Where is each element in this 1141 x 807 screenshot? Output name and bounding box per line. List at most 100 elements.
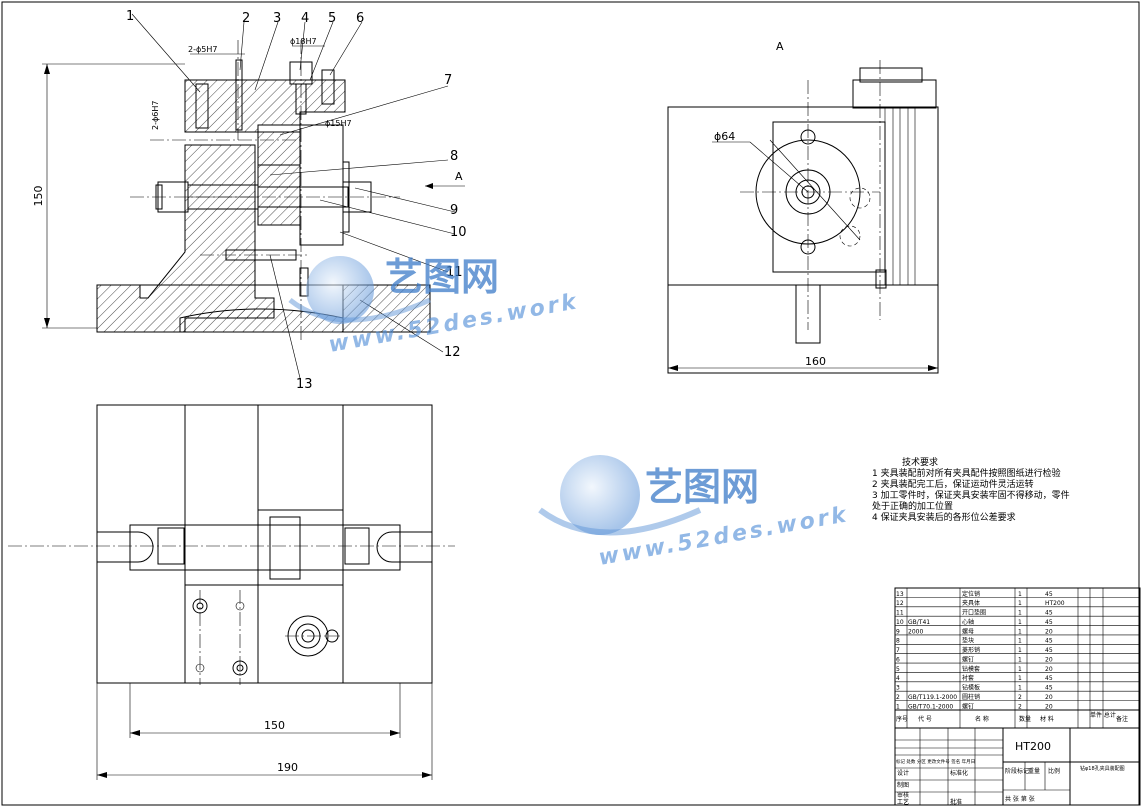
tb-design: 设计 [897,769,909,777]
tb-scale: 比例 [1048,767,1060,775]
bom-cell-mat: 20 [1045,703,1053,710]
balloon-13: 13 [296,377,313,392]
callout-18: ϕ18H7 [290,37,317,46]
callout-2x5: 2-ϕ5H7 [188,45,217,54]
view-a: A ϕ64 160 [667,40,939,374]
bom-cell-name: 定位销 [962,590,980,598]
balloon-1: 1 [126,9,134,24]
bom-cell-qty: 2 [1018,694,1022,701]
bom-cell-mat: 45 [1045,647,1053,654]
bom-cell-qty: 1 [1018,628,1022,635]
bom-cell-name: 衬套 [962,674,974,682]
bom-cell-name: 螺钉 [962,702,974,710]
bom-cell-mat: 45 [1045,675,1053,682]
bom-cell-name: 垫块 [962,637,974,645]
tb-process: 工艺 [897,798,909,806]
tb-weight: 重量 [1028,767,1040,775]
top-view: 150 190 [8,404,455,780]
tb-material: HT200 [1015,740,1051,753]
tb-drawing-title: 钻φ18孔夹具装配图 [1080,765,1125,772]
dim-dia-64: ϕ64 [714,130,735,143]
tb-stage: 阶段标记 [1005,767,1029,775]
title-block: 标记 处数 分区 更改文件号 签名 年月日 设计 标准化 制图 审核 工艺 批准… [894,727,1141,806]
bom-cell-qty: 1 [1018,610,1022,617]
callout-15: ϕ15H7 [325,119,352,128]
bom-cell-qty: 1 [1018,675,1022,682]
note-4: 4 保证夹具安装后的各形位公差要求 [872,513,1016,523]
tb-check: 审核 [897,791,909,799]
dim-160: 160 [805,355,826,368]
bom-cell-name: 圆柱销 [962,693,980,701]
bom-cell-mat: 45 [1045,685,1053,692]
tb-sheets: 共 张 第 张 [1005,795,1035,803]
balloon-8: 8 [450,149,458,164]
callout-2x6: 2-ϕ6H7 [151,101,160,130]
bom-cell-mat: 45 [1045,610,1053,617]
bom-cell-mat: 45 [1045,619,1053,626]
bom-cell-no: 3 [896,685,900,692]
bom-cell-name: 螺母 [962,627,974,635]
bom-cell-name: 螺钉 [962,655,974,663]
balloon-6: 6 [356,11,364,26]
bom-cell-code: GB/T70.1-2000 [908,703,953,710]
balloon-5: 5 [328,11,336,26]
balloon-12: 12 [444,345,461,360]
view-a-title: A [776,40,784,53]
bom-h-no: 序号 [896,715,908,723]
bom-cell-qty: 1 [1018,638,1022,645]
bom-cell-no: 5 [896,666,900,673]
balloon-7: 7 [444,73,452,88]
bom-cell-qty: 1 [1018,619,1022,626]
balloon-11: 11 [446,265,463,280]
tb-standard: 标准化 [950,769,968,777]
bom-cell-mat: 20 [1045,694,1053,701]
bom-cell-name: 菱形销 [962,646,980,654]
bom-cell-mat: 20 [1045,656,1053,663]
bom-cell-code: GB/T119.1-2000 [908,694,957,701]
bom-cell-no: 4 [896,675,900,682]
bom-cell-no: 6 [896,656,900,663]
bom-h-weight: 单件 总计 [1090,711,1116,719]
bom-h-qty: 数量 [1019,715,1031,723]
notes-title: 技术要求 [902,458,939,468]
bom-cell-qty: 1 [1018,656,1022,663]
bom-cell-code: 2000 [908,628,923,635]
watermark-cn-2: 艺图网 [645,465,759,509]
bom-cell-no: 11 [896,610,904,617]
bom-cell-name: 心轴 [962,618,974,626]
bom-cell-no: 1 [896,703,900,710]
bom-h-mat: 材 料 [1040,715,1054,723]
bom-h-name: 名 称 [975,715,989,723]
bom-cell-name: 钻模板 [962,684,980,692]
dim-150-height: 150 [32,186,45,207]
watermark-cn-1: 艺图网 [385,255,499,299]
bom-cell-mat: 20 [1045,628,1053,635]
balloon-leaders [131,13,456,379]
bom-cell-no: 9 [896,628,900,635]
balloon-2: 2 [242,11,250,26]
bom-cell-mat: 45 [1045,591,1053,598]
note-2: 2 夹具装配完工后，保证运动件灵活运转 [872,480,1034,490]
bom-cell-no: 13 [896,591,904,598]
tb-approve: 批准 [950,798,962,806]
bom-h-code: 代 号 [918,715,932,723]
bom-cell-qty: 1 [1018,591,1022,598]
note-1: 1 夹具装配前对所有夹具配件按照图纸进行检验 [872,469,1061,479]
balloon-9: 9 [450,203,458,218]
bom-cell-name: 钻模套 [962,665,980,673]
watermark-1: 艺图网 www.52des.work [288,255,581,358]
tb-draw: 制图 [897,781,909,789]
bom-cell-code: GB/T41 [908,619,930,626]
bom-cell-mat: HT200 [1045,600,1065,607]
bom-cell-name: 开口垫圈 [962,609,986,617]
balloon-3: 3 [273,11,281,26]
bom-cell-qty: 1 [1018,685,1022,692]
watermark-2: 艺图网 www.52des.work [538,455,851,571]
bom-cell-no: 2 [896,694,900,701]
bom-cell-no: 10 [896,619,904,626]
view-a-arrow-label: A [455,170,463,183]
bom-cell-mat: 20 [1045,666,1053,673]
bom-cell-no: 8 [896,638,900,645]
